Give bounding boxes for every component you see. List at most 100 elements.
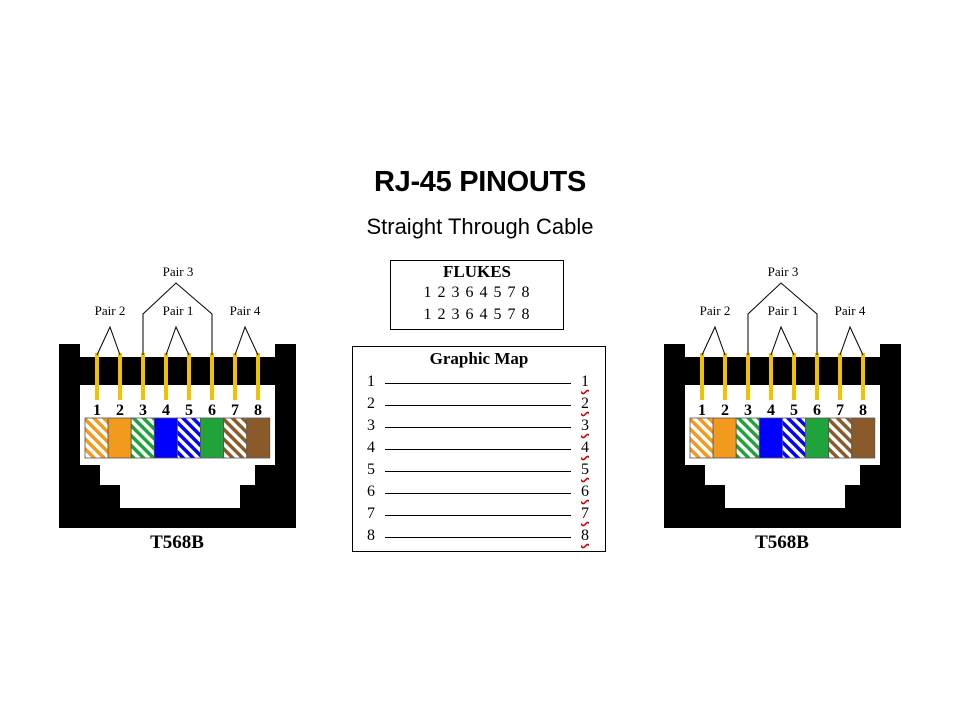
flukes-row-1: 1 2 3 6 4 5 7 8 [423, 284, 531, 301]
pin-number: 2 [721, 402, 729, 419]
page-title: RJ-45 PINOUTS [373, 166, 587, 198]
page-subtitle: Straight Through Cable [366, 214, 594, 239]
pin-number: 3 [744, 402, 752, 419]
map-right-pin: 1 [581, 373, 589, 390]
pair-line [701, 325, 726, 356]
pin-number: 5 [185, 402, 193, 419]
pin-number: 5 [790, 402, 798, 419]
wire-5 [781, 417, 806, 459]
pin-number: 8 [859, 402, 867, 419]
pair-label: Pair 2 [95, 303, 126, 318]
pin-contact [164, 353, 168, 400]
pair-line [96, 325, 121, 356]
pin-number: 6 [208, 402, 216, 419]
pin-contact [700, 353, 704, 400]
wire-7 [828, 417, 853, 459]
map-right-pin: 5 [581, 461, 589, 478]
map-right-pin: 3 [581, 417, 589, 434]
wire-3 [735, 417, 760, 459]
flukes-title: FLUKES [442, 262, 512, 281]
map-wire-line [385, 493, 571, 494]
pin-contact [815, 353, 819, 400]
map-left-pin: 2 [367, 395, 375, 412]
wire-5 [176, 417, 201, 459]
wire-2 [107, 417, 132, 459]
pair-line [747, 282, 818, 355]
pair-line [234, 325, 259, 356]
pin-contact [256, 353, 260, 400]
map-right-pin: 8 [581, 527, 589, 544]
pin-contact [210, 353, 214, 400]
pin-contact [187, 353, 191, 400]
graphic-map-title: Graphic Map [429, 349, 529, 368]
flukes-box: FLUKES 1 2 3 6 4 5 7 8 1 2 3 6 4 5 7 8 [390, 260, 564, 330]
wire-3 [130, 417, 155, 459]
map-left-pin: 3 [367, 417, 375, 434]
pin-contact [95, 353, 99, 400]
map-left-pin: 7 [367, 505, 375, 522]
pair-line [165, 325, 190, 356]
wire-6 [805, 417, 830, 459]
standard-label: T568B [150, 532, 204, 553]
map-row: 8 8 [353, 527, 605, 549]
map-right-pin: 2 [581, 395, 589, 412]
map-wire-line [385, 427, 571, 428]
pin-contact [723, 353, 727, 400]
map-row: 2 2 [353, 395, 605, 417]
pin-contact [769, 353, 773, 400]
pin-number: 7 [231, 402, 239, 419]
map-left-pin: 6 [367, 483, 375, 500]
wire-8 [851, 417, 876, 459]
pin-contact [233, 353, 237, 400]
pin-contact [838, 353, 842, 400]
pin-contact [792, 353, 796, 400]
wire-8 [246, 417, 271, 459]
pin-number: 1 [698, 402, 706, 419]
wire-4 [758, 417, 783, 459]
pair-line [839, 325, 864, 356]
map-left-pin: 8 [367, 527, 375, 544]
map-wire-line [385, 537, 571, 538]
map-left-pin: 5 [367, 461, 375, 478]
pin-contact [861, 353, 865, 400]
map-wire-line [385, 515, 571, 516]
wire-2 [712, 417, 737, 459]
map-right-pin: 7 [581, 505, 589, 522]
map-row: 5 5 [353, 461, 605, 483]
pin-number: 4 [162, 402, 170, 419]
map-wire-line [385, 383, 571, 384]
pair-line [142, 282, 213, 355]
map-wire-line [385, 405, 571, 406]
map-right-pin: 4 [581, 439, 589, 456]
map-left-pin: 1 [367, 373, 375, 390]
pair-label: Pair 3 [768, 264, 799, 279]
flukes-row-2: 1 2 3 6 4 5 7 8 [423, 306, 531, 323]
pin-number: 3 [139, 402, 147, 419]
pin-number: 2 [116, 402, 124, 419]
standard-label: T568B [755, 532, 809, 553]
map-row: 1 1 [353, 373, 605, 395]
pin-number: 7 [836, 402, 844, 419]
pin-contact [141, 353, 145, 400]
pair-label: Pair 4 [835, 303, 866, 318]
pin-number: 6 [813, 402, 821, 419]
map-row: 4 4 [353, 439, 605, 461]
pin-contact [746, 353, 750, 400]
map-wire-line [385, 449, 571, 450]
map-row: 3 3 [353, 417, 605, 439]
pair-label: Pair 1 [768, 303, 799, 318]
map-wire-line [385, 471, 571, 472]
map-row: 7 7 [353, 505, 605, 527]
pin-contact [118, 353, 122, 400]
wire-6 [200, 417, 225, 459]
map-row: 6 6 [353, 483, 605, 505]
pin-number: 8 [254, 402, 262, 419]
pair-label: Pair 2 [700, 303, 731, 318]
pin-number: 1 [93, 402, 101, 419]
wire-1 [84, 417, 109, 459]
wire-7 [223, 417, 248, 459]
pin-number: 4 [767, 402, 775, 419]
